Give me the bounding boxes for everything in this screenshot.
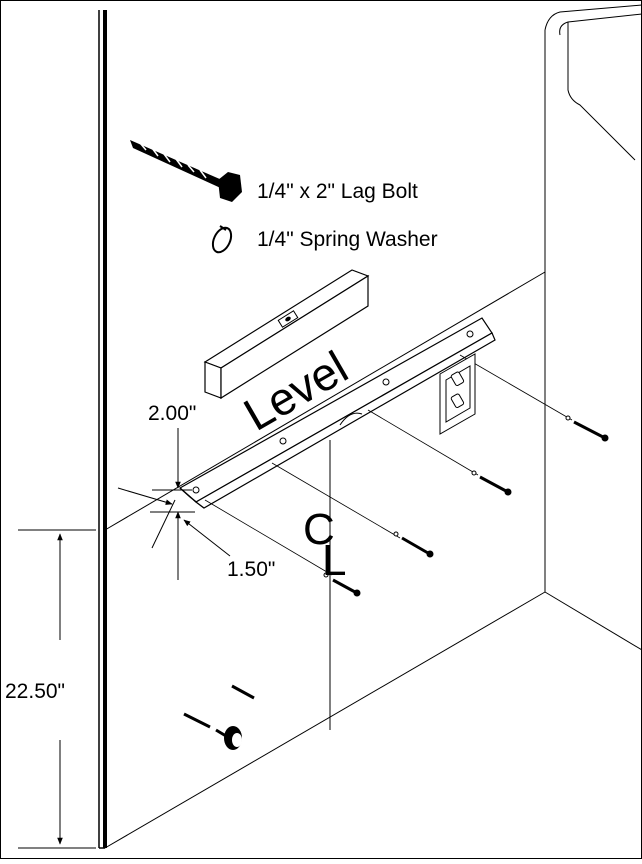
lag-bolt-icon xyxy=(130,140,242,202)
bracket-height-label: 2.00" xyxy=(148,402,196,425)
wall-anchor-marks xyxy=(183,684,255,738)
screw-axis-lines xyxy=(204,354,573,576)
bracket-notch xyxy=(339,412,363,426)
wall-floor-lines xyxy=(104,271,642,849)
bolt-label: 1/4" x 2" Lag Bolt xyxy=(257,180,418,203)
wall-anchor-icon xyxy=(224,726,242,750)
mount-height-label: 22.50" xyxy=(5,680,65,703)
lag-screw-icons xyxy=(323,415,609,597)
centerline-l: L xyxy=(322,536,346,585)
centerline-offset-label: 1.50" xyxy=(227,558,275,581)
dimension-centerline-offset xyxy=(117,487,231,557)
washer-label: 1/4" Spring Washer xyxy=(257,228,438,251)
dimension-bracket-height xyxy=(150,428,195,580)
electrical-outlet-icon xyxy=(439,353,476,435)
centerline-c: C xyxy=(303,505,335,554)
centerline-symbol: C L xyxy=(303,505,346,585)
bracket-holes xyxy=(192,330,474,494)
level-tool xyxy=(203,269,370,400)
cabinet-outline xyxy=(544,4,642,592)
spring-washer-icon xyxy=(211,225,233,254)
mount-height-label-bg xyxy=(3,676,93,706)
dimension-mount-height xyxy=(18,529,96,849)
wall-left-edge xyxy=(98,10,107,849)
mounting-bracket xyxy=(178,317,496,509)
bubble-vial-icon xyxy=(277,310,299,328)
